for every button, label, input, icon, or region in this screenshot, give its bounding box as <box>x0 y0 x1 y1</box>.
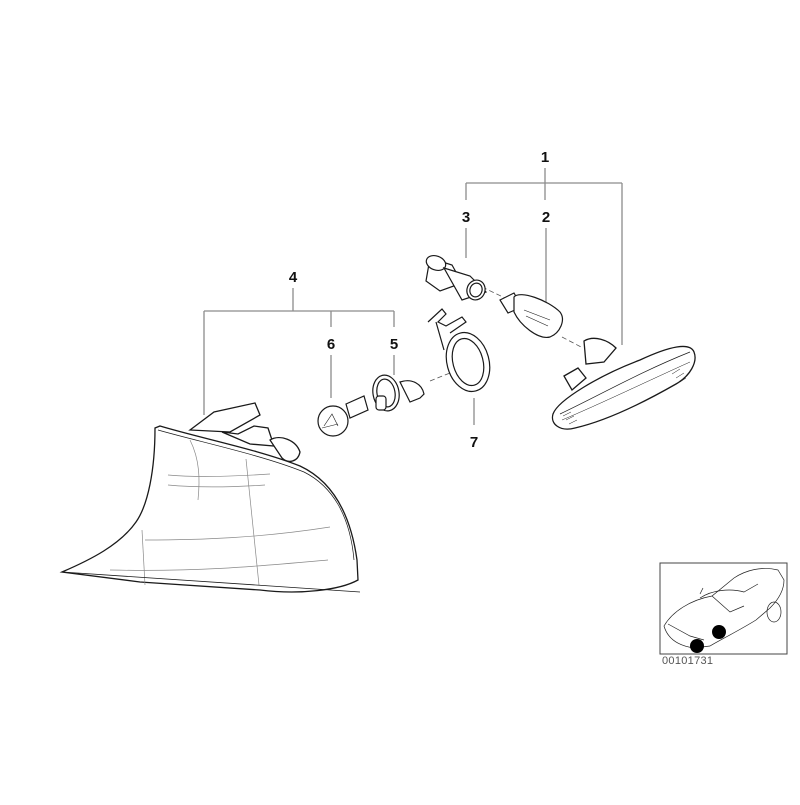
callout-5[interactable]: 5 <box>389 336 399 353</box>
callout-2[interactable]: 2 <box>541 209 551 226</box>
turn-signal-bulb-part <box>317 395 369 437</box>
wedge-bulb-part <box>499 292 563 338</box>
diagram-reference-number: 00101731 <box>662 655 714 667</box>
bulb-holder-part <box>372 374 425 412</box>
side-repeater-part <box>551 337 696 430</box>
location-marker-front-left <box>690 639 704 653</box>
front-indicator-part <box>59 402 361 593</box>
callout-4[interactable]: 4 <box>288 269 298 286</box>
callout-7[interactable]: 7 <box>469 434 479 451</box>
callout-1[interactable]: 1 <box>540 149 550 166</box>
retaining-ring-part <box>427 308 491 393</box>
bulb-socket-part <box>425 254 488 301</box>
callout-3[interactable]: 3 <box>461 209 471 226</box>
leader-lines <box>203 168 623 425</box>
location-marker-side <box>712 625 726 639</box>
location-inset <box>659 562 788 655</box>
callout-6[interactable]: 6 <box>326 336 336 353</box>
